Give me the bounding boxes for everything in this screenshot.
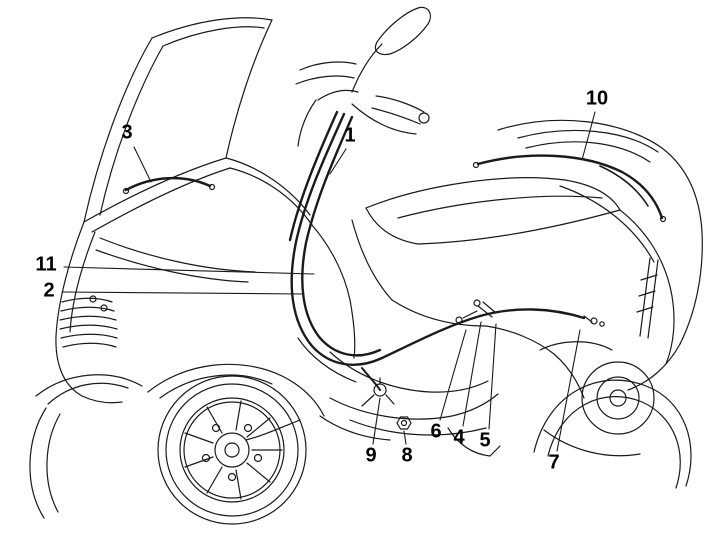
leader-line-9 [372,397,381,445]
leader-line-5 [488,323,497,430]
leader-lines [61,111,596,452]
leader-line-10 [581,111,596,161]
callout-3: 3 [121,121,133,144]
callout-10: 10 [585,87,609,110]
leader-line-7 [556,329,581,452]
cable-end-fittings [122,161,667,223]
cable-clamp [361,377,395,407]
hex-nut [396,416,412,430]
leader-line-3 [133,146,152,183]
callout-4: 4 [453,426,465,449]
callout-11: 11 [35,253,57,276]
leader-line-6 [439,329,467,421]
leader-line-4 [462,321,482,427]
cable-adjusters [455,299,605,327]
scooter-line-art [29,6,703,525]
leader-line-11 [63,266,315,275]
callout-7: 7 [548,451,560,474]
control-cables [124,110,664,391]
callout-8: 8 [401,444,413,467]
callout-1: 1 [344,124,356,147]
callout-9: 9 [365,444,377,467]
leader-line-8 [403,430,407,445]
leader-line-1 [329,148,347,175]
callout-6: 6 [430,420,442,443]
leader-line-2 [61,291,304,295]
callout-2: 2 [43,279,55,302]
callout-5: 5 [479,429,491,452]
